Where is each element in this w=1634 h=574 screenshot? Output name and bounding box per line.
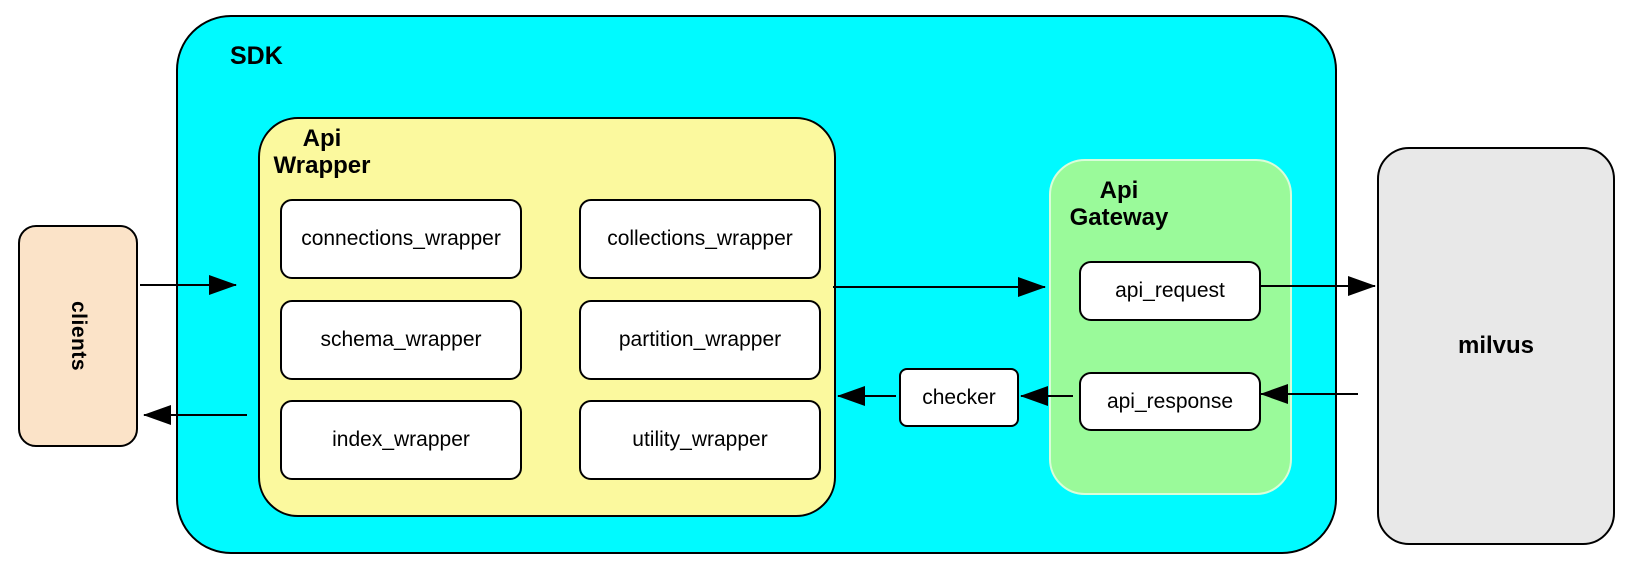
api-gateway-label-line2: Gateway <box>1069 204 1169 231</box>
node-api-wrapper: Api Wrapper connections_wrapper collecti… <box>258 117 836 517</box>
node-api-gateway: Api Gateway api_request api_response <box>1049 159 1292 495</box>
node-sdk: SDK Api Wrapper connections_wrapper coll… <box>176 15 1337 554</box>
box-api-response: api_response <box>1079 372 1261 431</box>
sdk-label: SDK <box>230 42 283 70</box>
box-utility-wrapper: utility_wrapper <box>579 400 821 480</box>
box-collections-wrapper: collections_wrapper <box>579 199 821 279</box>
node-milvus: milvus <box>1377 147 1615 545</box>
api-gateway-label: Api Gateway <box>1054 177 1184 231</box>
node-clients: clients <box>18 225 138 447</box>
box-index-wrapper: index_wrapper <box>280 400 522 480</box>
node-checker: checker <box>899 368 1019 427</box>
api-wrapper-label: Api Wrapper <box>262 125 382 179</box>
api-wrapper-label-line1: Api <box>302 125 342 152</box>
clients-label: clients <box>67 300 90 372</box>
api-wrapper-label-line2: Wrapper <box>273 152 371 179</box>
box-schema-wrapper: schema_wrapper <box>280 300 522 380</box>
api-gateway-label-line1: Api <box>1099 177 1139 204</box>
box-connections-wrapper: connections_wrapper <box>280 199 522 279</box>
box-partition-wrapper: partition_wrapper <box>579 300 821 380</box>
box-api-request: api_request <box>1079 261 1261 321</box>
